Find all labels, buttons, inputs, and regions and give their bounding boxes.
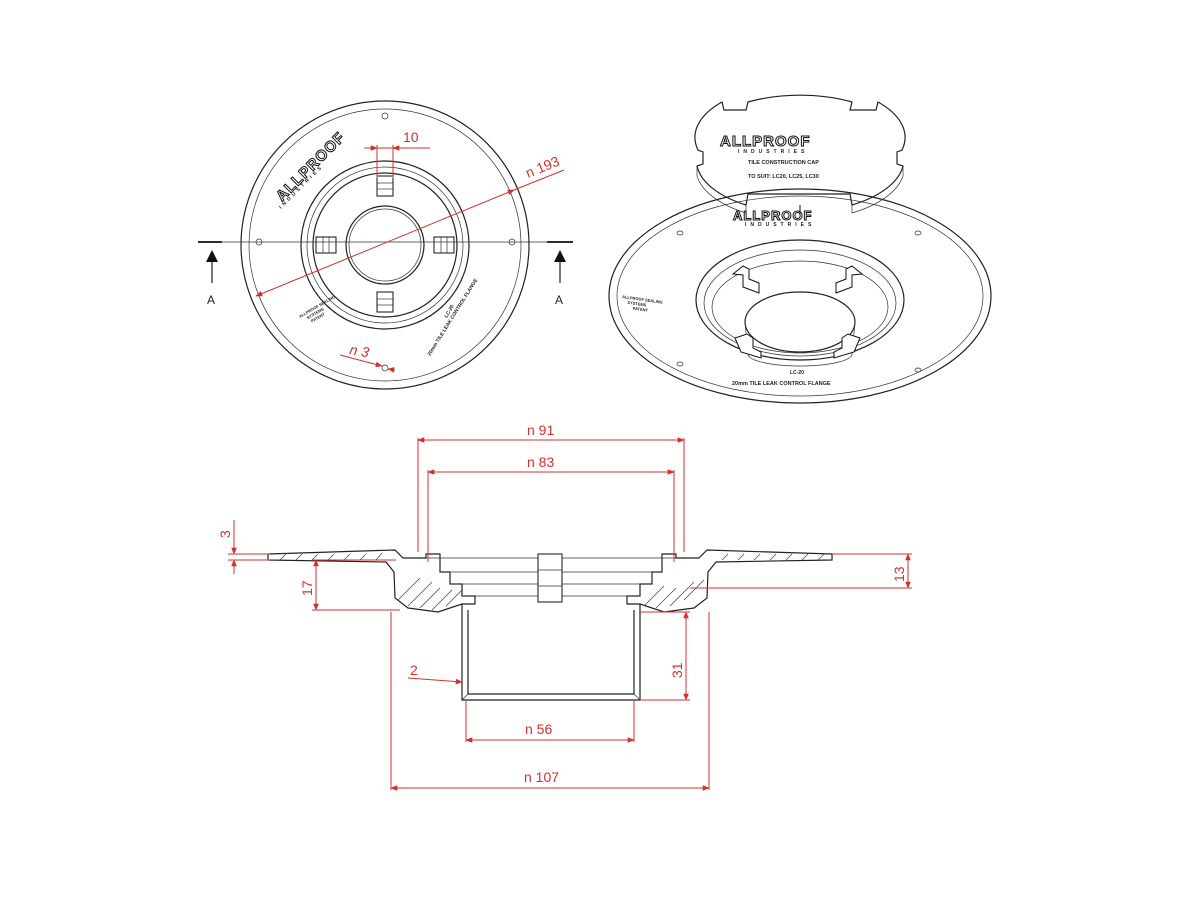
product-name-top-view: 20mm TILE LEAK CONTROL FLANGE: [427, 277, 480, 357]
cap-edge-right: [851, 166, 904, 214]
iso-recess-step: [703, 249, 897, 357]
dim-h3: 3: [217, 520, 237, 574]
iso-model-code: LC-20: [790, 370, 804, 376]
svg-text:SYSTEMS: SYSTEMS: [627, 300, 647, 308]
tab-right: [433, 236, 455, 254]
iso-flange-logo-sub: INDUSTRIES: [745, 222, 815, 228]
screw-hole-top: [381, 112, 389, 120]
hatch-left: [279, 552, 463, 611]
iso-view: ALLPROOF INDUSTRIES ALLPROOF SEALING SYS…: [608, 94, 992, 404]
svg-text:ALLPROOF SEALING: ALLPROOF SEALING: [622, 294, 663, 305]
section-arrow-left: [206, 250, 218, 283]
dim-d56-label: n 56: [525, 721, 552, 737]
iso-screw-hole-1: [676, 230, 684, 236]
dim-hole-label: n 3: [348, 341, 370, 360]
hatch-right: [643, 553, 825, 609]
top-view: A A ALLPROOF INDUSTRIES ALLPROOF SEALING…: [198, 100, 573, 390]
tab-left: [315, 236, 337, 254]
iso-tab-back-left: [731, 265, 760, 294]
section-view: n 91 n 83 3 13 17 2 31: [217, 422, 912, 791]
screw-hole-bottom: [381, 364, 389, 372]
cap-edge-left: [696, 166, 747, 214]
brand-logo-top-view: ALLPROOF: [273, 129, 349, 205]
iso-screw-hole-2: [914, 230, 922, 236]
cap-logo-sub: INDUSTRIES: [738, 149, 808, 155]
pipe-bevel-left: [461, 693, 469, 701]
pipe-bevel-right: [633, 693, 641, 701]
iso-flange-inner-rim: [616, 195, 984, 397]
dim-tab-width: 10: [364, 129, 430, 178]
section-outlet-pipe-inner: [467, 610, 635, 695]
dim-h17-label: 17: [299, 580, 315, 596]
outlet-hole-inner: [348, 208, 422, 282]
iso-screw-hole-3: [676, 361, 684, 367]
iso-flange-outer: [608, 188, 992, 404]
outer-flange-rim: [240, 100, 530, 390]
section-flange-right: [626, 549, 833, 613]
svg-text:PATENT: PATENT: [632, 306, 649, 313]
section-center-tab: [537, 553, 563, 603]
dim-h31-label: 31: [669, 662, 685, 678]
dim-d107-label: n 107: [524, 769, 559, 785]
outlet-hole: [345, 205, 425, 285]
dim-h17: 17: [299, 559, 319, 611]
outer-flange-inner-rim: [248, 108, 522, 382]
iso-outlet-pipe: [744, 321, 856, 367]
dim-d107: n 107: [390, 769, 710, 791]
cap-logo: ALLPROOF: [720, 133, 811, 150]
tile-construction-cap: ALLPROOF INDUSTRIES TILE CONSTRUCTION CA…: [694, 94, 906, 215]
section-arrow-right: [554, 250, 566, 283]
iso-small-print: ALLPROOF SEALING SYSTEMS PATENT: [622, 294, 663, 313]
section-label-left: A: [207, 293, 215, 307]
dim-d83-label: n 83: [527, 454, 554, 470]
iso-recess-floor: [711, 260, 889, 354]
dim-d91-label: n 91: [527, 422, 554, 438]
cap-line-2: TO SUIT: LC20, LC25, LC30: [748, 174, 819, 180]
iso-product-name: 20mm TILE LEAK CONTROL FLANGE: [732, 381, 831, 387]
section-extension-lines: [228, 438, 912, 790]
dim-d83: n 83: [427, 454, 675, 475]
iso-tab-back-right: [835, 265, 864, 294]
iso-flange-logo: ALLPROOF: [733, 208, 813, 223]
dim-t2-label: 2: [410, 662, 418, 678]
dim-d56: n 56: [465, 721, 635, 743]
dim-d91: n 91: [417, 422, 685, 443]
dim-h3-label: 3: [217, 530, 233, 538]
iso-recess-outer: [695, 239, 905, 361]
tab-bottom: [376, 291, 394, 313]
dim-h13-label: 13: [891, 566, 907, 582]
section-label-right: A: [555, 293, 563, 307]
tab-top: [376, 175, 394, 197]
dim-hole: n 3: [339, 341, 396, 373]
dim-diameter-label: n 193: [523, 153, 562, 181]
small-print-top-view: ALLPROOF SEALING SYSTEMS PATENT: [298, 294, 336, 323]
iso-tab-front-right: [833, 333, 861, 359]
dim-h31: 31: [669, 611, 689, 701]
cap-line-1: TILE CONSTRUCTION CAP: [748, 160, 819, 166]
section-outlet-pipe-outer: [461, 604, 641, 701]
iso-tab-front-left: [734, 333, 762, 359]
dim-t2: 2: [407, 662, 463, 685]
cap-plate: [694, 94, 906, 206]
dim-tab-width-label: 10: [403, 129, 419, 145]
iso-outlet-hole: [744, 291, 856, 353]
dim-h13: 13: [891, 553, 911, 589]
iso-screw-hole-4: [914, 367, 922, 373]
